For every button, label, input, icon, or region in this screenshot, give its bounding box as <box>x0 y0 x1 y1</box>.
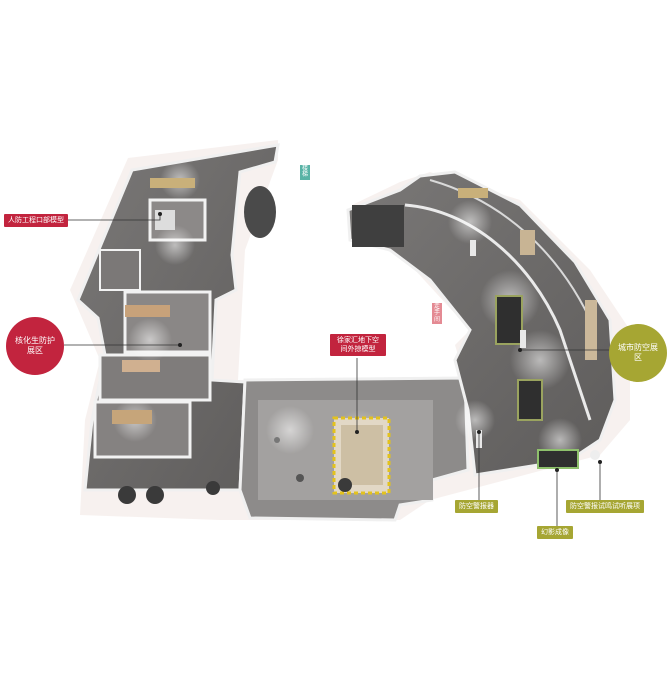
label-rf-gongcheng: 人防工程口部模型 <box>4 214 68 227</box>
label-hehuasheng: 核化生防护展区 <box>15 336 55 355</box>
label-xujiahui: 徐家汇地下空间外掠模型 <box>330 334 386 356</box>
label-chengshi: 城市防空展区 <box>618 343 658 362</box>
label-hehuasheng-circle: 核化生防护展区 <box>6 317 64 375</box>
label-fangkong-jingbaoqi: 防空警报器 <box>455 500 498 513</box>
leader-dots <box>158 212 602 472</box>
central-hall <box>238 376 470 522</box>
label-zoulang: 走手间 <box>432 303 442 324</box>
label-louti: 楼梯 <box>300 165 310 180</box>
left-wing <box>76 143 280 504</box>
label-huanying: 幻影成像 <box>537 526 573 539</box>
right-wing <box>346 170 617 477</box>
label-chengshi-circle: 城市防空展区 <box>609 324 667 382</box>
label-jingbao-shiming: 防空警报试鸣试听展项 <box>566 500 644 513</box>
